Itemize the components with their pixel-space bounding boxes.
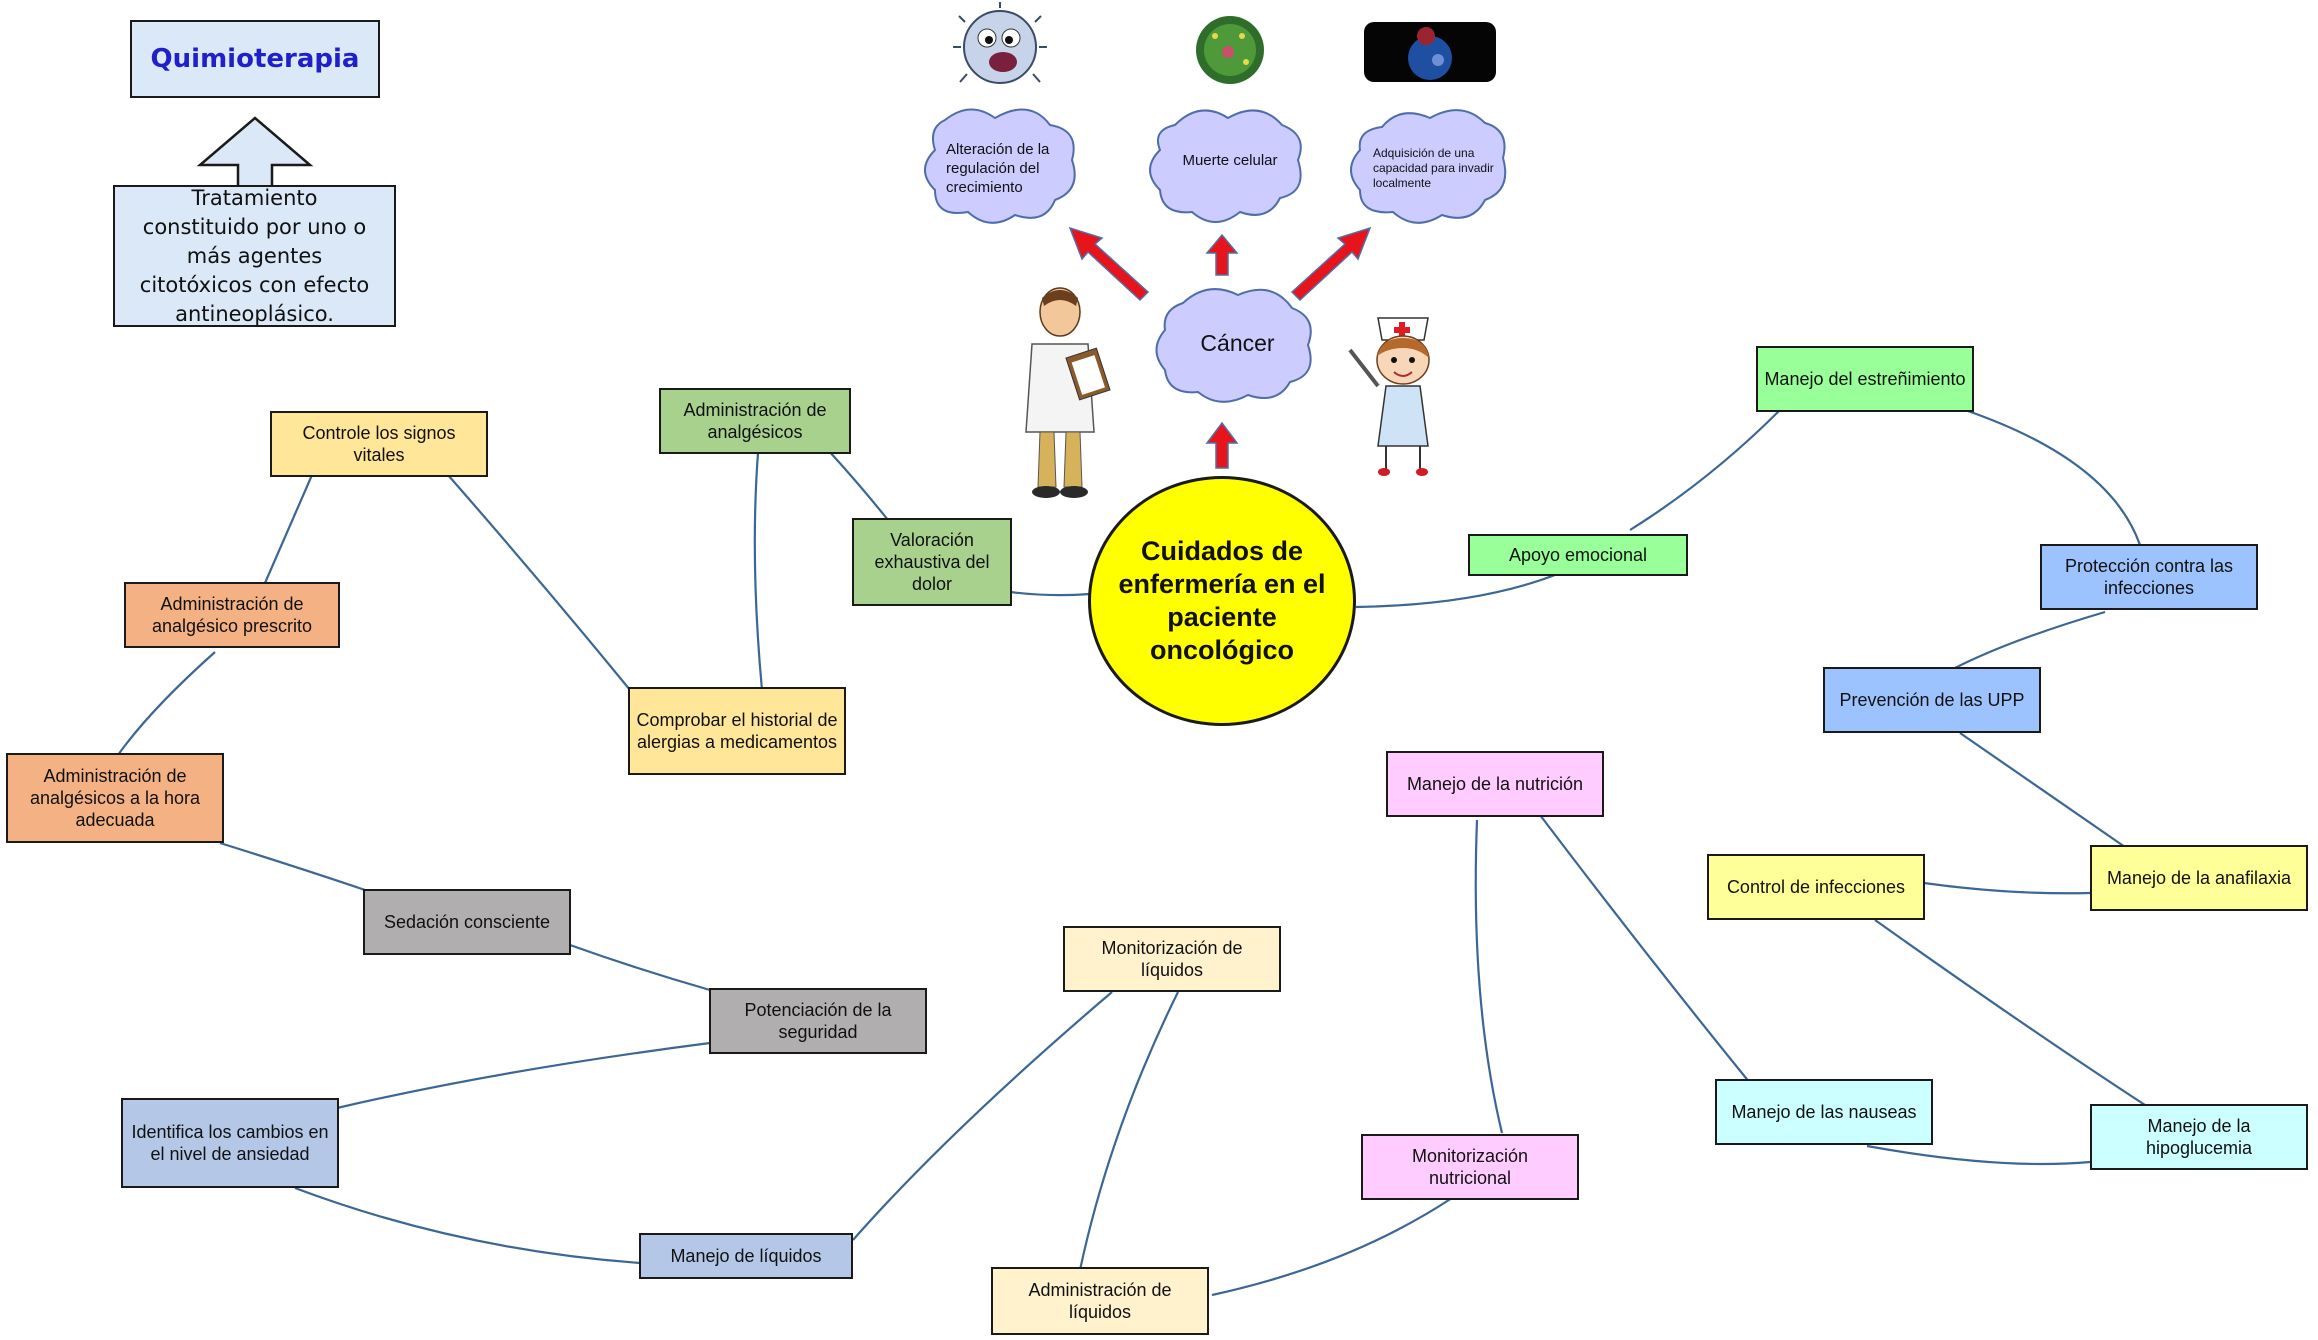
central-topic[interactable]: Cuidados de enfermería en el paciente on… [1088, 476, 1356, 726]
node-hipoglucemia[interactable]: Manejo de la hipoglucemia [2090, 1104, 2308, 1170]
cloud-text-adquisicion: Adquisición de una capacidad para invadi… [1373, 145, 1494, 190]
node-anafilaxia[interactable]: Manejo de la anafilaxia [2090, 845, 2308, 911]
node-prevencion-upp[interactable]: Prevención de las UPP [1823, 667, 2041, 733]
arrow-up-right [1290, 226, 1372, 302]
arrow-up-left [1068, 226, 1150, 302]
node-potenciacion[interactable]: Potenciación de la seguridad [709, 988, 927, 1054]
node-control-infecciones[interactable]: Control de infecciones [1707, 854, 1925, 920]
cloud-text-cancer: Cáncer [1200, 329, 1275, 356]
node-valoracion-dolor[interactable]: Valoración exhaustiva del dolor [852, 518, 1012, 606]
doctor-icon [1025, 287, 1111, 498]
virus-icon [953, 2, 1047, 84]
nurse-icon [1348, 317, 1430, 476]
node-manejo-liquidos[interactable]: Manejo de líquidos [639, 1233, 853, 1279]
node-analgesicos-hora[interactable]: Administración de analgésicos a la hora … [6, 753, 224, 843]
node-manejo-nauseas[interactable]: Manejo de las nauseas [1715, 1079, 1933, 1145]
arrow-up-center [1205, 421, 1239, 469]
definition-text: Tratamiento constituido por uno o más ag… [139, 185, 370, 326]
node-controle-signos[interactable]: Controle los signos vitales [270, 411, 488, 477]
tumor-cell-icon [1364, 22, 1496, 82]
arrow-up-top [1205, 233, 1239, 276]
node-administracion-liquidos[interactable]: Administración de líquidos [991, 1267, 1209, 1335]
node-apoyo-emocional[interactable]: Apoyo emocional [1468, 534, 1688, 576]
red-arrows [1068, 226, 1372, 469]
node-estrenimiento[interactable]: Manejo del estreñimiento [1756, 346, 1974, 412]
page-title: Quimioterapia [130, 20, 380, 98]
cancer-feature-clouds [924, 108, 1507, 403]
node-monitorizacion-nutricional[interactable]: Monitorización nutricional [1361, 1134, 1579, 1200]
node-administracion-analgesicos[interactable]: Administración de analgésicos [659, 388, 851, 454]
cloud-text-muerte: Muerte celular [1182, 151, 1278, 169]
node-proteccion-infecciones[interactable]: Protección contra las infecciones [2040, 544, 2258, 610]
block-up-arrow [196, 116, 314, 185]
node-ansiedad[interactable]: Identifica los cambios en el nivel de an… [121, 1098, 339, 1188]
node-sedacion[interactable]: Sedación consciente [363, 889, 571, 955]
cloud-text-alteracion: Alteración de la regulación del crecimie… [946, 140, 1050, 196]
definition-box: Tratamiento constituido por uno o más ag… [113, 185, 396, 327]
cloud-cancer [1155, 288, 1312, 403]
cell-icon [1196, 16, 1264, 84]
node-comprobar-alergias[interactable]: Comprobar el historial de alergias a med… [628, 687, 846, 775]
cloud-muerte [1149, 109, 1302, 223]
cloud-alteracion [924, 108, 1076, 224]
node-manejo-nutricion[interactable]: Manejo de la nutrición [1386, 751, 1604, 817]
cloud-adquisicion [1350, 109, 1507, 224]
node-analgesico-prescrito[interactable]: Administración de analgésico prescrito [124, 582, 340, 648]
node-monitorizacion-liquidos[interactable]: Monitorización de líquidos [1063, 926, 1281, 992]
